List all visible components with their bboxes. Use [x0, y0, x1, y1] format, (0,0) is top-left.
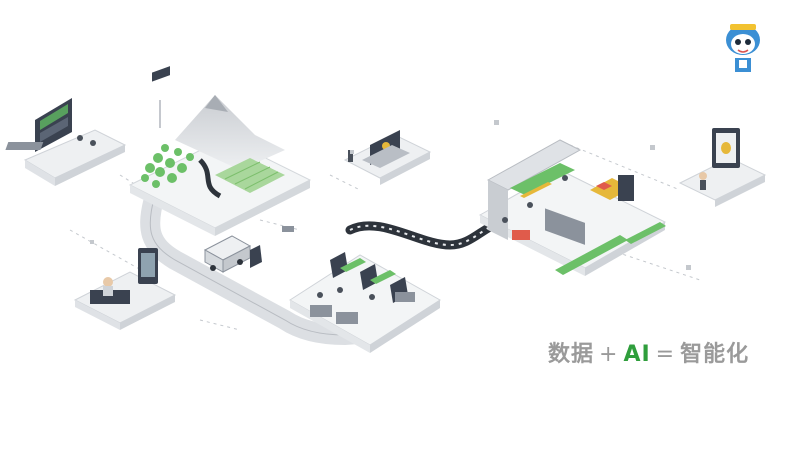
dashboard-node	[5, 98, 127, 186]
slogan-result: 智能化	[680, 342, 750, 367]
mountain-icon	[175, 95, 285, 170]
green-conveyor	[555, 222, 666, 275]
factory-node	[478, 139, 667, 276]
road-edge	[149, 194, 371, 336]
field-plot	[215, 158, 285, 193]
laptop-icon	[362, 130, 410, 168]
slogan: 数据+AI=智能化	[548, 336, 749, 368]
farm-node	[128, 66, 312, 236]
laptop-node	[343, 130, 432, 185]
app-node	[73, 248, 177, 330]
tablet-icon	[712, 128, 740, 168]
dashboard-screen-icon	[35, 98, 72, 152]
slogan-ai: AI	[623, 342, 651, 367]
solar-panel	[152, 66, 170, 82]
slogan-data-word: 数据	[548, 342, 595, 367]
conveyor-rollers	[349, 221, 501, 247]
slogan-plus: +	[599, 342, 619, 367]
farm-road	[198, 158, 222, 199]
slogan-equals: =	[655, 342, 676, 367]
phone-app-icon	[138, 248, 158, 284]
mascot-logo	[726, 24, 760, 72]
decor-cubes	[90, 120, 691, 270]
tablet-node	[678, 128, 767, 207]
sorting-node	[289, 252, 441, 353]
truck-icon	[203, 235, 262, 273]
factory-machine-icon	[510, 163, 634, 240]
drone-icon	[282, 226, 294, 232]
tree-icon	[141, 144, 194, 188]
conveyor-icon	[345, 217, 505, 250]
